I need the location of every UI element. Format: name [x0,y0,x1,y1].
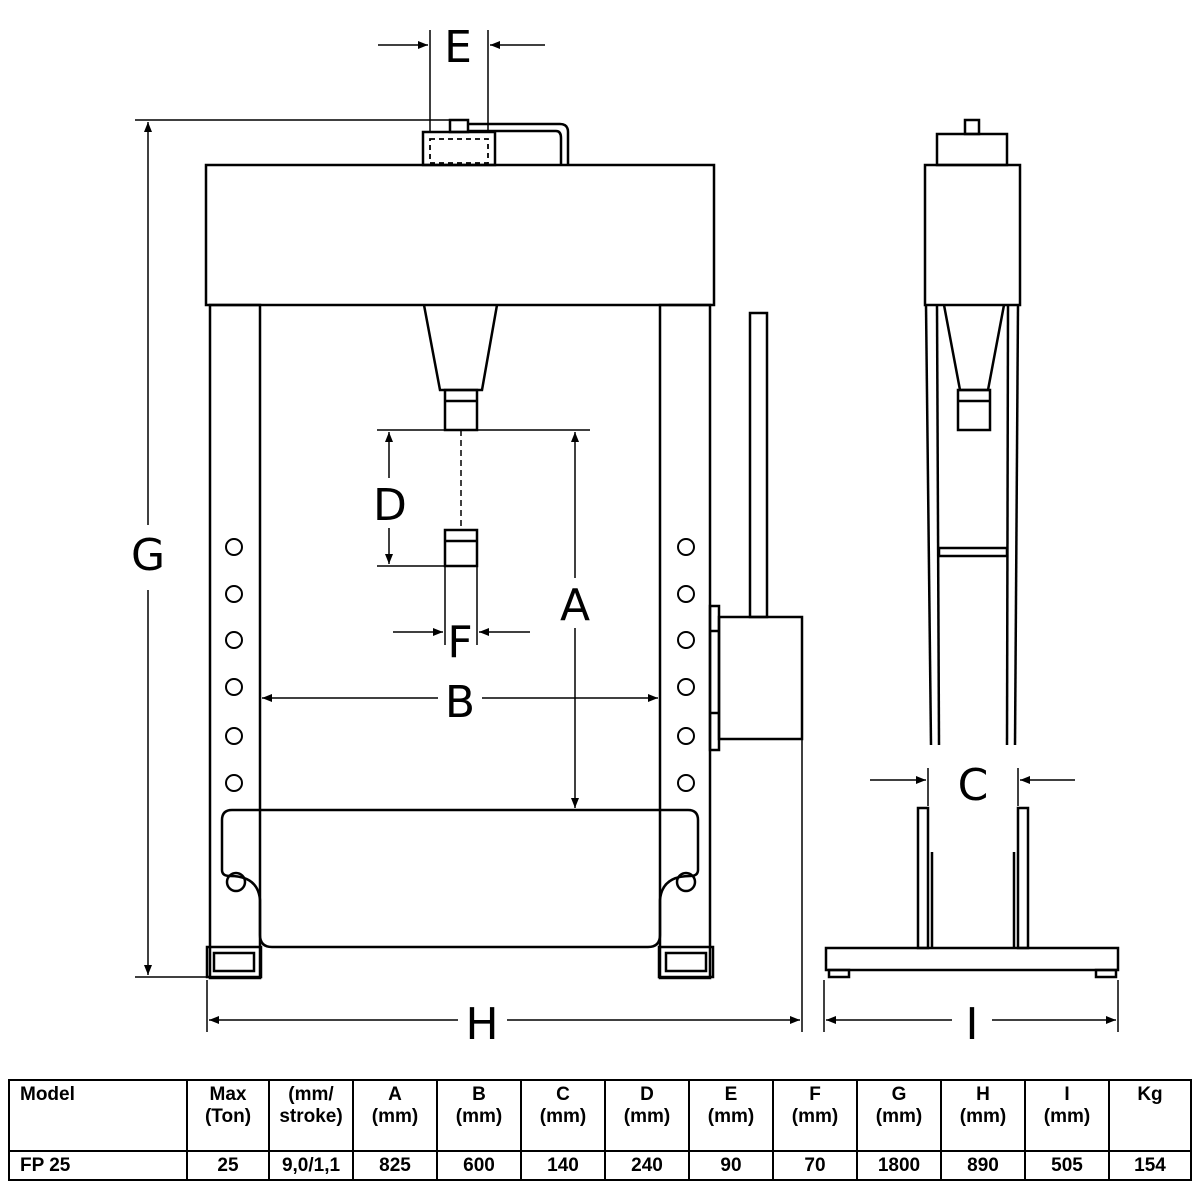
column-holes [225,538,695,792]
dim-label-e: E [444,22,472,73]
dim-label-g: G [131,530,165,581]
cell-f: 70 [772,1150,858,1181]
header-e: E(mm) [688,1079,774,1152]
header-model: Model [8,1079,188,1152]
dim-label-f: F [447,617,472,668]
cell-a: 825 [352,1150,438,1181]
cell-mm-stroke: 9,0/1,1 [268,1150,354,1181]
dim-label-a: A [560,580,590,631]
feet [205,945,715,979]
table-row: FP 25 25 9,0/1,1 825 600 140 240 90 70 1… [8,1150,1192,1181]
cell-c: 140 [520,1150,606,1181]
dim-label-d: D [373,480,407,531]
cell-b: 600 [436,1150,522,1181]
dim-label-c: C [958,760,989,811]
header-c: C(mm) [520,1079,606,1152]
press-technical-drawing: E G D A F B H C I [131,22,1120,1050]
cell-max-ton: 25 [186,1150,270,1181]
header-a: A(mm) [352,1079,438,1152]
cell-i: 505 [1024,1150,1110,1181]
work-table [220,808,700,949]
header-f: F(mm) [772,1079,858,1152]
header-g: G(mm) [856,1079,942,1152]
header-b: B(mm) [436,1079,522,1152]
cell-model: FP 25 [8,1150,188,1181]
hand-pump [708,311,804,752]
cell-g: 1800 [856,1150,942,1181]
dim-label-i: I [966,999,979,1050]
cylinder [422,304,499,568]
cell-d: 240 [604,1150,690,1181]
header-d: D(mm) [604,1079,690,1152]
specification-table: Model Max(Ton) (mm/stroke) A(mm) B(mm) C… [8,1079,1192,1181]
header-max-ton: Max(Ton) [186,1079,270,1152]
side-view [824,118,1120,979]
header-mm-stroke: (mm/stroke) [268,1079,354,1152]
cell-e: 90 [688,1150,774,1181]
header-h: H(mm) [940,1079,1026,1152]
cell-h: 890 [940,1150,1026,1181]
header-i: I(mm) [1024,1079,1110,1152]
top-pump [421,118,570,167]
header-kg: Kg [1108,1079,1192,1152]
table-header-row: Model Max(Ton) (mm/stroke) A(mm) B(mm) C… [8,1079,1192,1152]
dim-label-h: H [465,999,498,1050]
dim-label-b: B [445,677,475,728]
head-beam [204,163,716,307]
cell-kg: 154 [1108,1150,1192,1181]
